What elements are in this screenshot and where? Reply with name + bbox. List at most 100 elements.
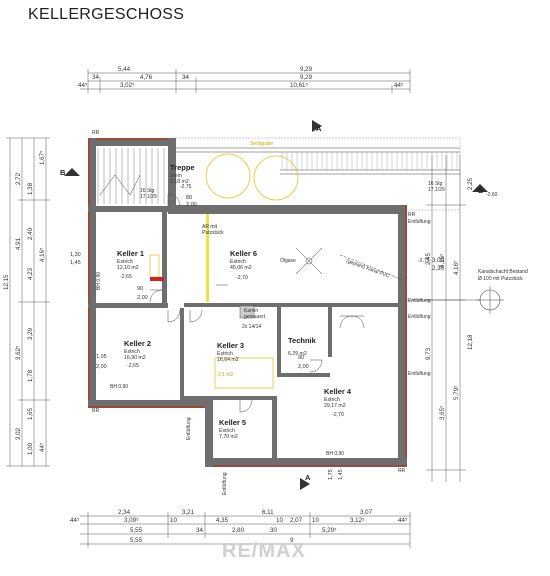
room-keller4: Keller 4 Estrich 29,17 m2 -2,70 — [324, 387, 352, 418]
ann-bh2: BH 0,90 — [96, 272, 102, 290]
ann-kamin3: 2x 14/14 — [242, 324, 261, 330]
terrace-hatching — [281, 152, 458, 170]
door-keller4-a — [339, 315, 353, 329]
room-technik-area: 6,29 m2 — [288, 351, 307, 357]
top-dim-10: 44⁵ — [394, 82, 404, 89]
right-dim-7: 2,25 — [467, 177, 474, 190]
bot-dim-18: 5,29⁵ — [322, 527, 337, 534]
top-dim-8: 3,02⁵ — [120, 82, 135, 89]
room-keller6-floor: Estrich — [230, 259, 246, 265]
bot-dim-14: 5,55 — [130, 527, 143, 534]
door-treppe — [167, 193, 181, 207]
ann-ar: AR mit — [202, 224, 218, 230]
yellow-partition — [206, 214, 209, 302]
top-dim-3: 34 — [92, 74, 99, 81]
room-treppe-area: 7,18 m2 — [170, 179, 189, 185]
outer-walls — [88, 138, 407, 467]
ann-rr-2: RR — [92, 408, 100, 414]
open-dim-11: 90 — [298, 355, 304, 361]
annotations: AR mit Putzstück Ölgase (geplant) Kanal … — [92, 130, 528, 495]
ann-lvl1: -2,75 — [418, 258, 430, 264]
bot-dim-1: 2,34 — [118, 509, 131, 516]
left-dim-1: 2,72 — [15, 172, 22, 185]
ann-kanal: (geplant) Kanal PVC — [345, 258, 390, 279]
left-dim-2: 4,91 — [15, 237, 22, 250]
right-dim-9: 2,30 — [432, 265, 445, 272]
room-keller2-floor: Estrich — [124, 349, 140, 355]
room-technik: Technik 6,29 m2 — [288, 336, 317, 357]
open-dim-12: 2,00 — [298, 364, 309, 370]
section-markers: A A B B — [60, 120, 488, 490]
bot-dim-5: 44⁵ — [70, 517, 80, 524]
room-keller5-floor: Estrich — [219, 428, 235, 434]
open-dim-4: 2,00 — [96, 364, 107, 370]
door-keller4-b — [351, 315, 365, 329]
door-technik — [309, 359, 323, 373]
open-dim-8: 2,00 — [186, 202, 197, 208]
open-dim-6: 2,00 — [137, 295, 148, 301]
top-dim-6: 9,29 — [300, 74, 313, 81]
left-dimensions: 12,15 2,72 4,91 3,62⁵ 3,02 1,38 2,40 4,2… — [3, 137, 50, 467]
left-dim-9: 1,78 — [27, 369, 34, 382]
top-dim-9: 10,61⁵ — [290, 82, 308, 89]
ann-kanalschacht: Kanalschacht Bestand — [478, 269, 528, 275]
open-dim-10: 1,45 — [338, 469, 344, 480]
right-dim-1: 2,45 — [425, 252, 432, 265]
left-dim-13: 4,16⁵ — [39, 247, 46, 262]
section-a-bottom: A — [305, 473, 311, 482]
room-keller2: Keller 2 Estrich 16,90 m2 -2,65 — [124, 339, 151, 369]
ann-oelgas: Ölgase — [280, 257, 296, 264]
room-keller1-name: Keller 1 — [117, 249, 144, 258]
open-dim-5: 90 — [137, 286, 143, 292]
right-dim-5: 4,16⁵ — [453, 260, 460, 275]
room-keller3: Keller 3 Estrich 16,64 m2 — [217, 341, 244, 363]
room-treppe-floor: Stein — [170, 173, 182, 179]
right-dim-total: 12,18 — [467, 334, 474, 350]
ann-kamin2: gemauert — [244, 314, 266, 320]
kanalschacht — [407, 286, 504, 314]
terrace-area: Sentgrube 16 Stg 17,1/29 — [169, 137, 461, 211]
staircase — [97, 148, 165, 204]
ann-entlueftung-6: Entlüftung — [222, 472, 228, 495]
bot-dim-8: 4,35 — [216, 517, 229, 524]
left-dim-12: 1,67⁵ — [39, 150, 46, 165]
bot-dim-15: 34 — [196, 527, 203, 534]
light-fixture — [295, 247, 323, 275]
ann-lvl2: -2,60 — [486, 192, 498, 198]
label-stair-ext-1: 16 Stg — [428, 181, 443, 187]
right-dim-4: 3,65⁵ — [439, 405, 446, 420]
ann-rr-4: RR — [408, 212, 416, 218]
section-b-left: B — [60, 168, 66, 177]
yellow-box-text: 3,1 m2 — [218, 372, 234, 378]
open-dim-3: 1,05 — [96, 354, 107, 360]
room-keller5-area: 7,70 m2 — [219, 434, 238, 440]
ann-ar2: Putzstück — [202, 230, 224, 236]
open-dim-1: 1,30 — [70, 252, 81, 258]
chimney — [239, 305, 255, 319]
open-dim-2: 1,45 — [70, 260, 81, 266]
bot-dim-19: 5,55 — [130, 537, 143, 544]
left-dim-7: 4,23 — [27, 267, 34, 280]
door-keller5 — [239, 399, 253, 413]
doors — [149, 193, 365, 413]
ann-entlueftung-4: Entlüftung — [408, 371, 431, 377]
left-dim-5: 1,38 — [27, 182, 34, 195]
ann-rr-3: RR — [398, 468, 406, 474]
room-keller3-area: 16,64 m2 — [217, 357, 239, 363]
ann-stairs-1: 16 Stg — [140, 188, 155, 194]
room-keller6-level: -2,70 — [236, 275, 248, 281]
ann-entlueftung-3: Entlüftung — [408, 314, 431, 320]
inner-walls — [88, 206, 399, 464]
kanal-pipe — [339, 254, 403, 281]
room-keller1-level: -2,65 — [120, 274, 132, 280]
highlights: 3,1 m2 — [149, 214, 274, 389]
ann-bh1: BH 0,90 — [110, 384, 128, 390]
room-keller4-floor: Estrich — [324, 397, 340, 403]
bot-dim-17: 30 — [270, 527, 277, 534]
right-dim-8: 3,00 — [432, 257, 445, 264]
left-dim-total: 12,15 — [3, 274, 10, 290]
left-dim-4: 3,02 — [15, 427, 22, 440]
watermark-logo: RE/MAX — [222, 540, 306, 562]
room-keller4-area: 29,17 m2 — [324, 403, 346, 409]
room-keller6-name: Keller 6 — [230, 249, 257, 258]
